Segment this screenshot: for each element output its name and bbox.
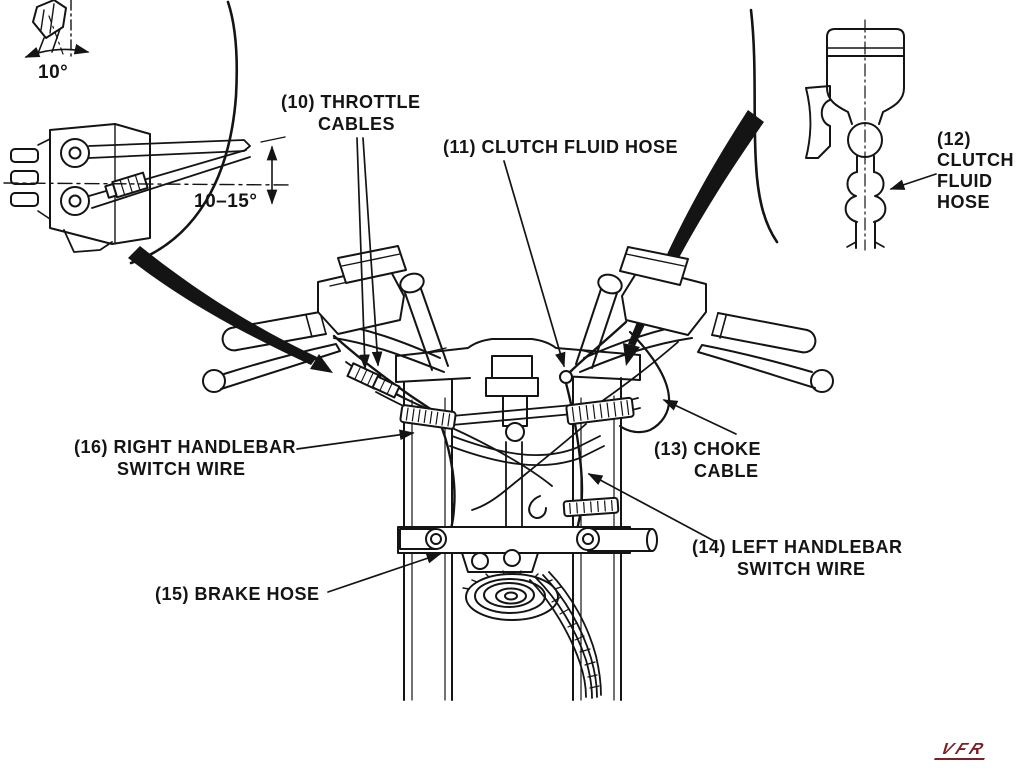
callout-12-word1: CLUTCH bbox=[937, 150, 1014, 170]
callout-12-word3: HOSE bbox=[937, 192, 991, 212]
lever-angle-dimension: 10° bbox=[38, 62, 69, 83]
callout-12-number: (12) bbox=[937, 129, 972, 149]
callout-throttle-cables-line1: (10) THROTTLE bbox=[281, 92, 421, 112]
vfr-logo: VFR bbox=[933, 741, 993, 760]
left-detail-circle-arc bbox=[129, 0, 239, 265]
callout-right-handlebar-switch-wire-line2: SWITCH WIRE bbox=[117, 459, 246, 479]
callout-left-handlebar-switch-wire-line2: SWITCH WIRE bbox=[737, 559, 866, 579]
callout-brake-hose: (15) BRAKE HOSE bbox=[155, 584, 320, 604]
right-detail-circle-arc bbox=[749, 8, 779, 244]
callout-choke-cable-line1: (13) CHOKE bbox=[654, 439, 762, 459]
cable-angle-dimension: 10–15° bbox=[194, 191, 258, 212]
callout-leader-lines bbox=[296, 137, 937, 593]
clutch-reservoir-detail bbox=[805, 19, 905, 251]
left-callout-swoosh-arrow bbox=[128, 246, 333, 373]
callout-right-handlebar-switch-wire-line1: (16) RIGHT HANDLEBAR bbox=[74, 437, 297, 457]
lever-angle-detail bbox=[24, 0, 90, 59]
callout-clutch-fluid-hose-detail: (12) CLUTCH FLUID HOSE bbox=[937, 129, 1014, 213]
cable-clamp-angle-detail bbox=[3, 123, 293, 253]
callout-left-handlebar-switch-wire-line1: (14) LEFT HANDLEBAR bbox=[692, 537, 903, 557]
callout-clutch-fluid-hose: (11) CLUTCH FLUID HOSE bbox=[443, 137, 679, 157]
handlebar-assembly bbox=[202, 245, 834, 701]
callout-choke-cable-line2: CABLE bbox=[694, 461, 759, 481]
callout-throttle-cables-line2: CABLES bbox=[318, 114, 396, 134]
callout-12-word2: FLUID bbox=[937, 171, 993, 191]
